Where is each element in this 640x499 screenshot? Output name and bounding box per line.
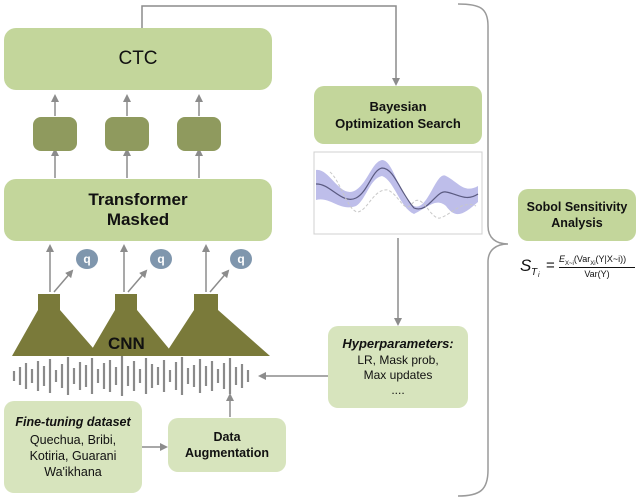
sample-curve [329, 171, 477, 219]
cnn-filter-2 [88, 294, 175, 356]
arrow-to-q2 [127, 269, 148, 293]
formula-denominator: Var(Y) [584, 269, 610, 279]
q-badge-3: q [230, 249, 252, 269]
bayes-line1: Bayesian [369, 99, 427, 114]
right-brace [457, 3, 509, 497]
mean-curve [315, 167, 479, 210]
hyper-title: Hyperparameters: [342, 336, 454, 351]
q-badge-2: q [150, 249, 172, 269]
bayesian-search-block: Bayesian Optimization Search [314, 86, 482, 144]
formula-lhs: S [520, 256, 532, 275]
cnn-label: CNN [108, 334, 145, 353]
mini-block-3 [177, 117, 221, 151]
ctc-block: CTC [4, 28, 272, 90]
dataset-line-1: Quechua, Bribi, [29, 433, 117, 447]
dataset-line-2: Kotiria, Guarani [29, 449, 117, 463]
transformer-block: Transformer Masked [4, 179, 272, 241]
formula-num-var: (Var [573, 254, 591, 264]
formula-equals: = [546, 257, 555, 274]
sobol-formula: S T i = EX~i(VarXi(Y|X~i)) Var(Y) [518, 250, 638, 290]
formula-numerator: EX~i(VarXi(Y|X~i)) [559, 254, 626, 267]
ctc-label: CTC [118, 48, 158, 69]
bayes-line2: Optimization Search [335, 116, 461, 131]
formula-lhs-subsub: i [538, 272, 540, 279]
transformer-line1: Transformer [88, 190, 188, 209]
mini-block-2 [105, 117, 149, 151]
formula-num-e: E [559, 254, 566, 264]
sobol-line1: Sobol Sensitivity [526, 200, 628, 214]
formula-num-end: (Y|X~i)) [595, 254, 627, 264]
hyperparameters-block: Hyperparameters: LR, Mask prob, Max upda… [328, 326, 468, 408]
cnn-filter-3 [164, 294, 270, 356]
formula-lhs-sub: T [531, 267, 538, 278]
finetuning-dataset-block: Fine-tuning dataset Quechua, Bribi, Koti… [4, 401, 142, 493]
hyper-item-3: .... [391, 383, 405, 397]
formula-fraction-bar [559, 267, 635, 268]
hyper-item-2: Max updates [363, 368, 433, 382]
q-badge-1: q [76, 249, 98, 269]
dataset-title: Fine-tuning dataset [15, 415, 131, 429]
augment-line1: Data [213, 430, 241, 444]
ctc-to-bayes-connector [141, 5, 400, 86]
formula-num-sub: X~i [565, 260, 574, 267]
sobol-analysis-block: Sobol Sensitivity Analysis [518, 189, 636, 241]
transformer-line2: Masked [106, 210, 170, 229]
bayesian-plot [313, 151, 483, 235]
mini-block-1 [33, 117, 77, 151]
data-augmentation-block: Data Augmentation [168, 418, 286, 472]
augment-line2: Augmentation [184, 446, 270, 460]
cnn-filter-1 [12, 294, 100, 356]
dataset-line-3: Wa'ikhana [44, 465, 102, 479]
formula-num-sub2: Xi [590, 260, 596, 267]
audio-waveform [12, 356, 250, 396]
arrow-to-q1 [53, 269, 74, 293]
arrow-to-q3 [209, 269, 230, 293]
hyper-item-1: LR, Mask prob, [357, 353, 439, 367]
sobol-line2: Analysis [551, 216, 603, 230]
uncertainty-band [316, 160, 478, 215]
